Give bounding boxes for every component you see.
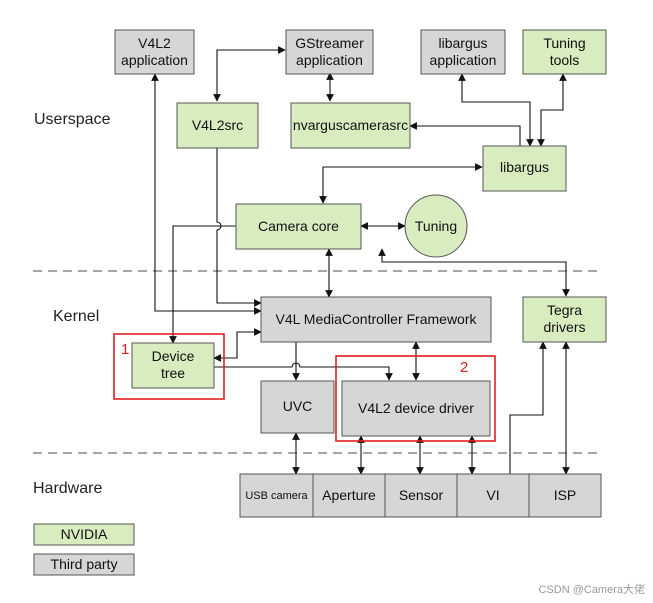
legend-nvidia: NVIDIA [33,523,135,546]
node-tuning: Tuning [404,194,468,258]
highlight-box-2 [335,355,496,442]
connector-v4l2src-v4lmc [213,140,262,307]
node-v4l2-application-line1: V4L2 [138,35,171,51]
node-libargus: libargus [482,145,567,192]
connector-devicetree-driver [214,362,393,381]
highlight-number-2: 2 [460,359,468,376]
node-vi: VI [456,473,530,518]
node-sensor: Sensor [384,473,458,518]
connector-v4l2app-v4lmc [151,73,262,315]
legend-nvidia-label: NVIDIA [61,526,108,542]
legend-third-party-label: Third party [51,556,118,572]
connector-tegra-vi [509,341,547,474]
node-sensor-label: Sensor [399,487,444,503]
node-gstreamer-application-line2: application [296,52,363,68]
node-device-tree: Device tree [131,342,215,389]
node-tegra-drivers-line2: drivers [543,319,585,335]
connector-cameracore-tegra [378,248,570,297]
node-nvarguscamerasrc-label: nvarguscamerasrc [293,117,408,133]
node-device-tree-line2: tree [161,365,185,381]
node-usb-camera-label: USB camera [245,490,308,502]
node-isp: ISP [528,473,602,518]
node-device-tree-line1: Device [152,348,195,364]
node-libargus-application-line1: libargus [438,35,487,51]
node-tuning-tools-line2: tools [550,52,580,68]
node-gstreamer-application: GStreamer application [285,29,374,75]
node-libargus-label: libargus [500,159,549,175]
connector-v4lmc-devicetree [213,328,262,362]
connector-tuningtools-libargus [537,73,567,147]
node-libargus-application: libargus application [420,29,506,75]
node-isp-label: ISP [554,487,577,503]
node-v4l-mediacontroller-label: V4L MediaController Framework [276,311,478,327]
node-usb-camera: USB camera [239,473,314,518]
node-vi-label: VI [486,487,499,503]
node-libargus-application-line2: application [430,52,497,68]
node-aperture: Aperture [312,473,386,518]
connector-gstreamer-v4l2src [213,46,286,102]
connector-libargusapp-libargus [458,73,534,147]
node-v4l2-application: V4L2 application [114,29,195,75]
highlight-box-1 [113,333,225,400]
node-nvarguscamerasrc: nvarguscamerasrc [290,102,411,149]
watermark: CSDN @Camera大佬 [538,582,645,596]
node-camera-core-label: Camera core [258,218,339,234]
connector-libargus-cameracore [319,163,483,204]
node-v4l2-application-line2: application [121,52,188,68]
node-v4l2-device-driver-label: V4L2 device driver [358,400,474,416]
node-v4l2src-label: V4L2src [192,117,243,133]
layer-kernel-label: Kernel [53,308,99,325]
legend-third-party: Third party [33,553,135,576]
node-tuning-label: Tuning [415,218,457,234]
node-camera-core: Camera core [235,203,362,250]
highlight-number-1: 1 [121,341,129,358]
layer-userspace-label: Userspace [34,111,111,128]
node-v4l-mediacontroller: V4L MediaController Framework [260,296,492,343]
node-gstreamer-application-line1: GStreamer [295,35,364,51]
node-tegra-drivers-line1: Tegra [547,302,582,318]
node-uvc-label: UVC [283,398,313,414]
node-tuning-tools-line1: Tuning [543,35,585,51]
connector-cameracore-devicetree [169,225,236,344]
node-v4l2src: V4L2src [176,102,259,149]
node-v4l2-device-driver: V4L2 device driver [341,380,491,437]
node-tuning-tools: Tuning tools [522,29,607,75]
node-tegra-drivers: Tegra drivers [522,296,607,343]
node-aperture-label: Aperture [322,487,376,503]
node-uvc: UVC [260,380,335,434]
layer-hardware-label: Hardware [33,480,102,497]
connector-nvarguscamerasrc-libargus [409,122,521,146]
